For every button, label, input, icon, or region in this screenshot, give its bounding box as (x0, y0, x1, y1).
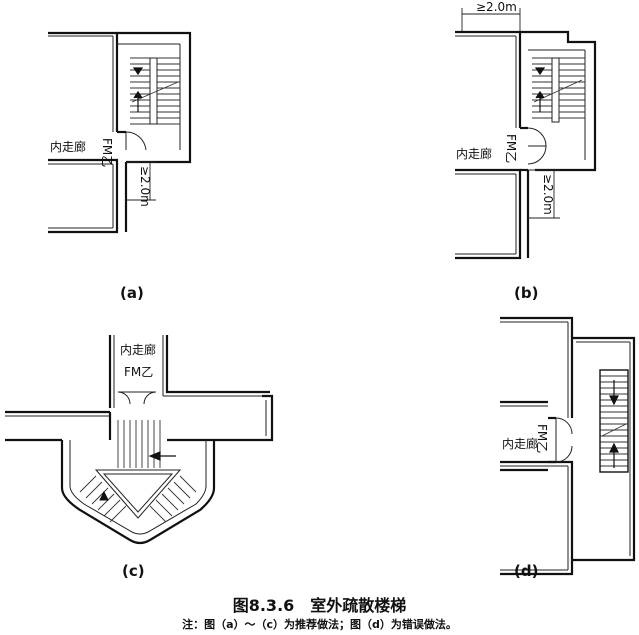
down-arrow-icon (609, 380, 619, 406)
corridor-label-d: 内走廊 (502, 436, 538, 451)
corridor-label-b: 内走廊 (456, 146, 492, 161)
dimension-label-a: ≥2.0m (138, 166, 152, 207)
dimension-top-b (461, 8, 521, 32)
down-arrow-icon (99, 490, 109, 501)
door-label-a: FM乙 (100, 138, 114, 167)
dimension-top-label-b: ≥2.0m (476, 0, 517, 14)
panel-a: FM乙 内走廊 ≥2.0m (a) (48, 31, 192, 302)
fire-door-d (548, 416, 573, 464)
panel-b: ≥2.0m (455, 0, 597, 302)
door-label-d: FM乙 (535, 424, 549, 453)
fire-door-b (520, 126, 547, 172)
figure-title: 图8.3.6 室外疏散楼梯 (232, 596, 407, 615)
corridor-label-c: 内走廊 (120, 342, 156, 357)
caption-d-visible: (d) (514, 562, 538, 580)
panel-d: FM乙 内走廊 (d) (d) (500, 316, 636, 580)
caption-c-visible: (c) (122, 562, 145, 580)
corridor-label-a: 内走廊 (50, 139, 86, 154)
door-label-c: FM乙 (124, 365, 153, 379)
down-arrow-icon (148, 451, 176, 461)
dimension-side-b (528, 169, 560, 219)
stair-treads-a (130, 57, 180, 125)
dimension-side-label-b: ≥2.0m (541, 174, 555, 215)
dimension-a (126, 161, 156, 201)
up-arrow-icon (534, 67, 546, 112)
fire-door-a (117, 130, 147, 151)
caption-a: (a) (120, 284, 144, 302)
up-arrow-icon (609, 442, 619, 468)
fire-door-c (117, 391, 157, 405)
panel-c: 内走廊 FM乙 (5, 335, 274, 580)
up-arrow-icon (132, 67, 144, 112)
caption-b: (b) (514, 284, 538, 302)
figure-note: 注：图（a）～（c）为推荐做法；图（d）为错误做法。 (182, 618, 457, 631)
door-label-b: FM乙 (504, 134, 518, 163)
